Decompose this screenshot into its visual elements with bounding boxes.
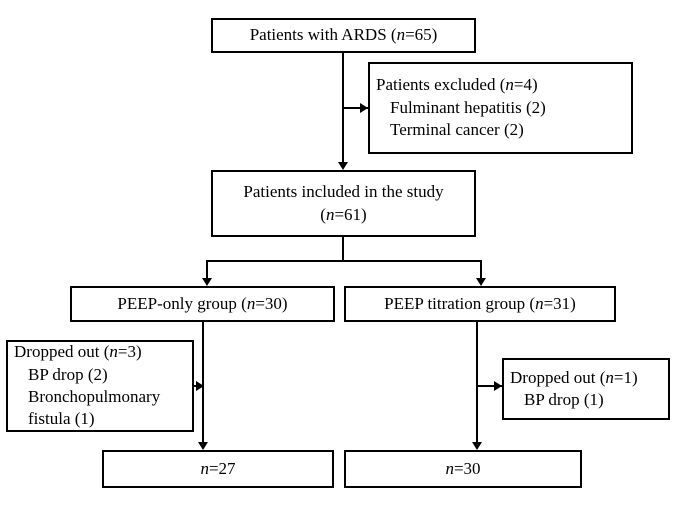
- box-dropout-left-line-1: Dropped out (n=3): [14, 342, 142, 362]
- box-dropout-right: Dropped out (n=1) BP drop (1): [502, 358, 670, 420]
- arrow-to-peep-only: [202, 278, 212, 286]
- connector-to-dropout-right: [476, 385, 502, 387]
- box-enrolled-line-1: Patients with ARDS (n=65): [249, 25, 438, 45]
- connector-split-right: [480, 260, 482, 281]
- box-final-right-line-1: n=30: [445, 458, 481, 478]
- arrow-peep-titration-to-final: [472, 442, 482, 450]
- box-enrolled: Patients with ARDS (n=65): [211, 18, 476, 53]
- box-dropout-left: Dropped out (n=3) BP drop (2) Bronchopul…: [6, 340, 194, 432]
- arrow-to-excluded: [360, 103, 368, 113]
- box-excluded-line-3: Terminal cancer (2): [390, 120, 524, 140]
- box-dropout-right-line-2: BP drop (1): [524, 390, 604, 409]
- box-peep-only-line-1: PEEP-only group (n=30): [117, 293, 288, 313]
- arrow-peep-only-to-final: [198, 442, 208, 450]
- box-included-line-2: (n=61): [320, 204, 367, 224]
- connector-peep-titration-down: [476, 322, 478, 444]
- box-included: Patients included in the study (n=61): [211, 170, 476, 237]
- connector-included-stem: [342, 237, 344, 261]
- arrow-to-dropout-right: [494, 381, 502, 391]
- box-final-left: n=27: [102, 450, 334, 488]
- box-dropout-left-line-3: Bronchopulmonary: [28, 387, 161, 406]
- box-included-line-1: Patients included in the study: [243, 182, 444, 202]
- box-peep-titration: PEEP titration group (n=31): [344, 286, 616, 322]
- box-peep-only: PEEP-only group (n=30): [70, 286, 335, 322]
- connector-to-excluded: [342, 107, 368, 109]
- box-dropout-right-line-1: Dropped out (n=1): [510, 367, 638, 387]
- box-excluded-line-1: Patients excluded (n=4): [376, 75, 538, 95]
- connector-split-horizontal: [206, 260, 482, 262]
- arrow-enrolled-to-included: [338, 162, 348, 170]
- box-dropout-left-line-2: BP drop (2): [28, 364, 108, 384]
- arrow-to-peep-titration: [476, 278, 486, 286]
- box-final-right: n=30: [344, 450, 582, 488]
- connector-split-left: [206, 260, 208, 281]
- arrow-to-dropout-left: [196, 381, 204, 391]
- box-dropout-left-line-4: fistula (1): [28, 409, 95, 429]
- box-final-left-line-1: n=27: [200, 458, 236, 478]
- box-excluded: Patients excluded (n=4) Fulminant hepati…: [368, 62, 633, 154]
- box-peep-titration-line-1: PEEP titration group (n=31): [384, 293, 576, 313]
- box-excluded-line-2: Fulminant hepatitis (2): [390, 97, 546, 117]
